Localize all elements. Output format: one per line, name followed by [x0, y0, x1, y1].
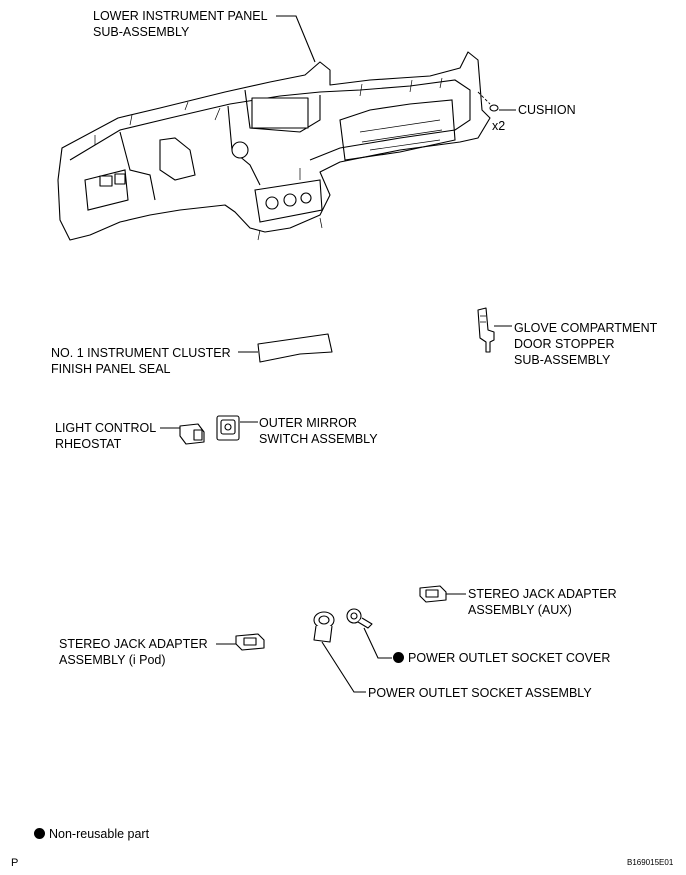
- lower-instrument-panel-drawing: [57, 51, 491, 241]
- legend: Non-reusable part: [34, 826, 149, 842]
- jack-aux-drawing: [419, 585, 447, 603]
- legend-dot: [34, 828, 45, 839]
- label-light-rheostat: LIGHT CONTROL RHEOSTAT: [55, 421, 157, 451]
- footer-left: P: [11, 857, 19, 869]
- label-mirror-switch: OUTER MIRROR SWITCH ASSEMBLY: [259, 416, 378, 446]
- label-cushion: CUSHION: [518, 103, 576, 117]
- power-socket-drawing: [313, 611, 335, 643]
- cluster-seal-drawing: [257, 333, 333, 363]
- non-reusable-marker: [393, 652, 404, 663]
- label-lower-panel: LOWER INSTRUMENT PANEL SUB-ASSEMBLY: [93, 9, 268, 39]
- label-jack-aux: STEREO JACK ADAPTER ASSEMBLY (AUX): [468, 587, 617, 617]
- mirror-switch-drawing: [216, 415, 240, 441]
- label-cushion-qty: x2: [492, 119, 506, 133]
- jack-ipod-drawing: [235, 633, 265, 651]
- label-cluster-seal: NO. 1 INSTRUMENT CLUSTER FINISH PANEL SE…: [51, 346, 231, 376]
- label-jack-ipod: STEREO JACK ADAPTER ASSEMBLY (i Pod): [59, 637, 208, 667]
- label-socket-cover: POWER OUTLET SOCKET COVER: [393, 650, 610, 666]
- figure-code: B169015E01: [627, 858, 674, 867]
- cushion-drawing: [489, 104, 499, 112]
- label-socket-assembly: POWER OUTLET SOCKET ASSEMBLY: [368, 686, 592, 700]
- socket-cover-drawing: [346, 608, 373, 629]
- glove-stopper-drawing: [477, 307, 495, 353]
- label-glove-stopper: GLOVE COMPARTMENT DOOR STOPPER SUB-ASSEM…: [514, 321, 658, 367]
- rheostat-drawing: [179, 423, 205, 445]
